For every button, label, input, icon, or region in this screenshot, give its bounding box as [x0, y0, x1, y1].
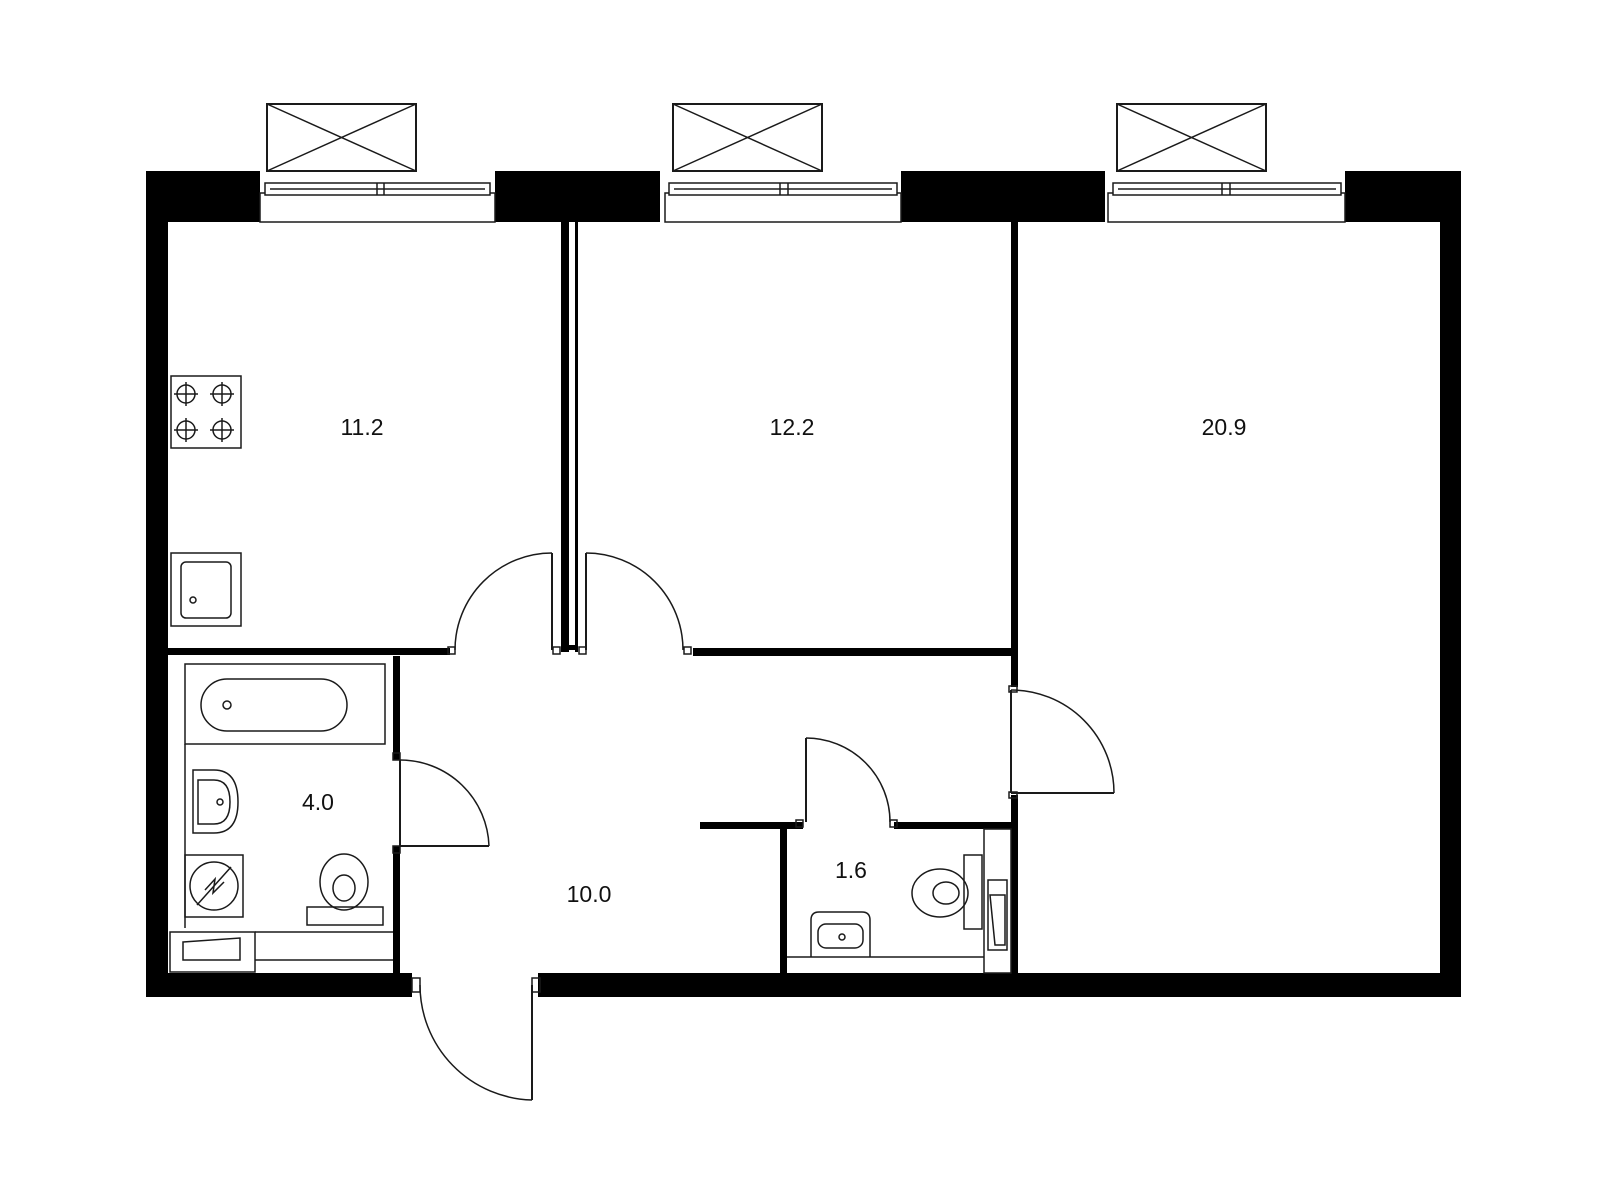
- toilet-icon: [911, 854, 983, 930]
- window-living: [1107, 182, 1346, 223]
- room-area-kitchen: 11.2: [340, 414, 383, 440]
- room-area-hall: 10.0: [567, 881, 612, 907]
- room-area-bathroom: 4.0: [302, 789, 334, 815]
- washing-machine-icon: [184, 854, 244, 918]
- washbasin-icon: [787, 911, 984, 958]
- room-area-wc: 1.6: [835, 857, 867, 883]
- ac-unit-icon: [672, 103, 823, 172]
- riser-icon: [983, 828, 1012, 974]
- room-area-bedroom: 12.2: [770, 414, 815, 440]
- ac-unit-icon: [266, 103, 417, 172]
- ac-unit-icon: [1116, 103, 1267, 172]
- stove-icon: [170, 375, 242, 449]
- door-swing-icon: [578, 552, 692, 655]
- door-swing-icon: [392, 752, 490, 854]
- door-swing-icon: [447, 552, 561, 655]
- room-area-living: 20.9: [1202, 414, 1247, 440]
- toilet-icon: [306, 853, 384, 926]
- radiator-icon: [169, 931, 393, 973]
- door-swing-icon: [411, 977, 541, 1101]
- door-swing-icon: [1008, 685, 1115, 799]
- interior-walls: [168, 222, 1018, 973]
- door-swing-icon: [795, 737, 898, 828]
- washbasin-icon: [184, 744, 239, 928]
- bathtub-icon: [184, 663, 386, 745]
- window-bedroom: [664, 182, 902, 223]
- kitchen-sink-icon: [170, 552, 242, 627]
- window-kitchen: [259, 182, 496, 223]
- exterior-walls: [146, 171, 1461, 997]
